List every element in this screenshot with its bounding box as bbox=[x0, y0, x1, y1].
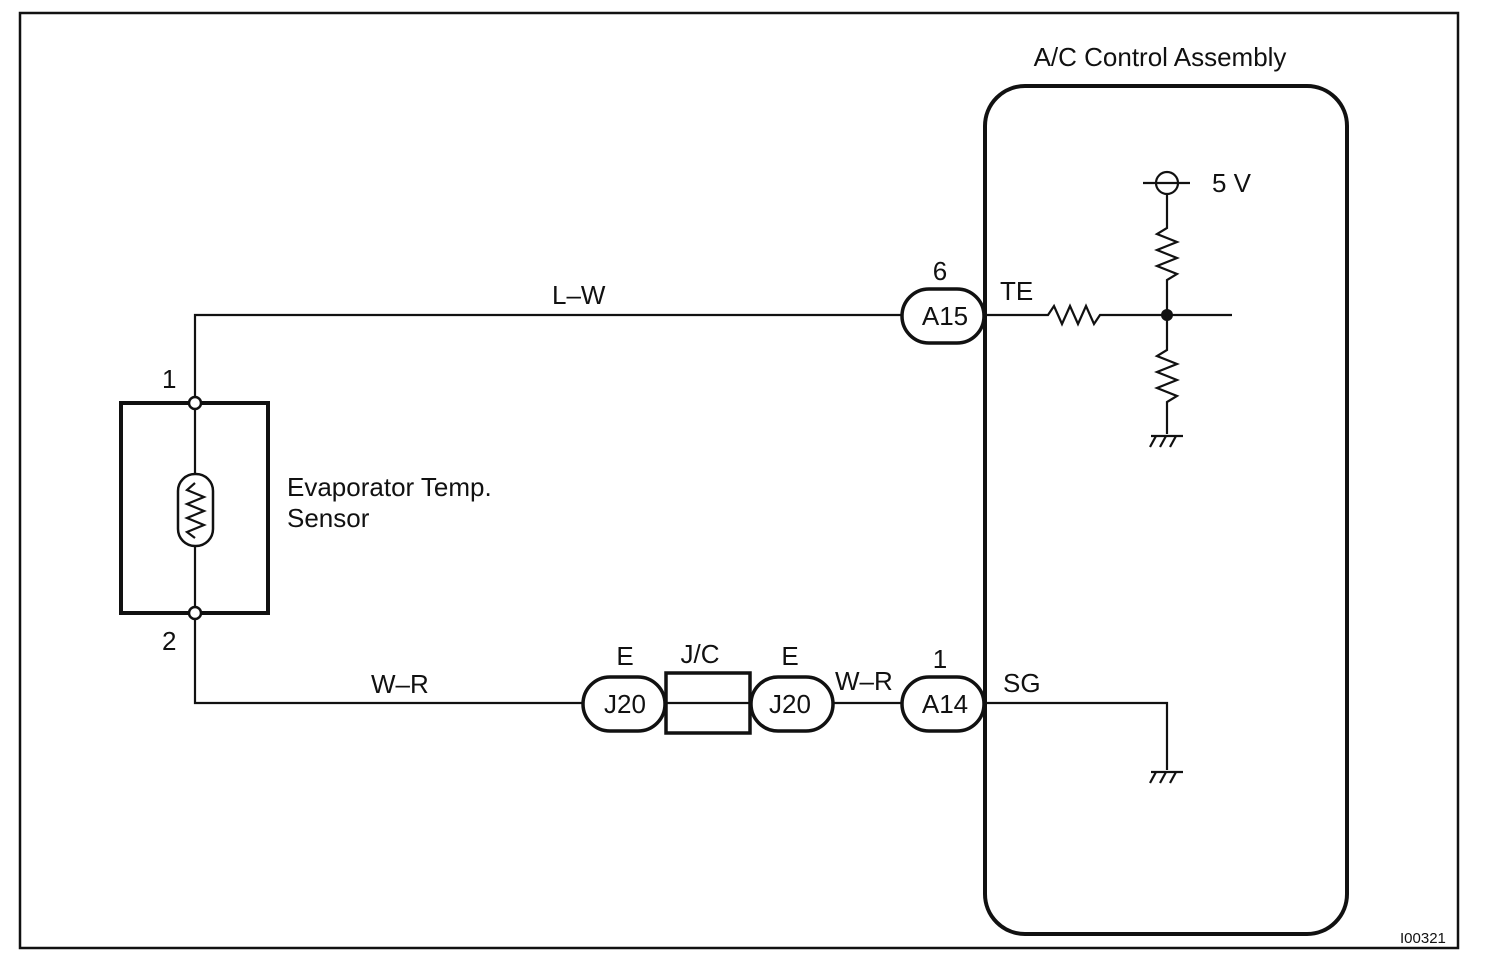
figure-code: I00321 bbox=[1400, 930, 1446, 947]
wire-wr-left-label: W–R bbox=[371, 669, 429, 699]
connector-a14-pin: 1 bbox=[933, 644, 947, 674]
sensor-name-line1: Evaporator Temp. bbox=[287, 472, 492, 502]
ground-icon bbox=[1149, 434, 1183, 448]
sensor-pin-1-label: 1 bbox=[162, 364, 176, 394]
connector-j20-right-label: J20 bbox=[769, 689, 811, 719]
supply-voltage-label: 5 V bbox=[1212, 168, 1252, 198]
ac-control-assembly-title: A/C Control Assembly bbox=[1034, 42, 1287, 72]
sensor-pin-2-dot bbox=[187, 605, 203, 621]
supply-5v-symbol bbox=[1143, 170, 1190, 196]
ac-control-assembly-box bbox=[983, 84, 1349, 936]
junction-connector-label: J/C bbox=[681, 639, 720, 669]
wire-lw bbox=[193, 313, 905, 397]
ground-icon bbox=[1149, 770, 1183, 784]
sg-ground-wire bbox=[985, 701, 1169, 770]
connector-a14-label: A14 bbox=[922, 689, 968, 719]
wire-wr-right-label: W–R bbox=[835, 666, 893, 696]
connector-a14 bbox=[900, 675, 986, 733]
sensor-name-line2: Sensor bbox=[287, 503, 370, 533]
terminal-te-label: TE bbox=[1000, 276, 1033, 306]
sensor-pin-1-dot bbox=[187, 395, 203, 411]
diagram-frame bbox=[18, 11, 1460, 950]
connector-j20-left-pin: E bbox=[616, 641, 633, 671]
connector-a15 bbox=[900, 287, 986, 345]
connector-j20-right-pin: E bbox=[781, 641, 798, 671]
connector-a15-label: A15 bbox=[922, 301, 968, 331]
sensor-pin-2-label: 2 bbox=[162, 626, 176, 656]
connector-a15-pin: 6 bbox=[933, 256, 947, 286]
thermistor-icon bbox=[176, 472, 215, 548]
terminal-sg-label: SG bbox=[1003, 668, 1041, 698]
wire-wr-left bbox=[193, 619, 583, 705]
connector-j20-left-label: J20 bbox=[604, 689, 646, 719]
wire-lw-label: L–W bbox=[552, 280, 606, 310]
pullup-resistor bbox=[1154, 194, 1180, 315]
pulldown-resistor bbox=[1154, 315, 1180, 434]
te-series-resistor bbox=[985, 303, 1232, 327]
